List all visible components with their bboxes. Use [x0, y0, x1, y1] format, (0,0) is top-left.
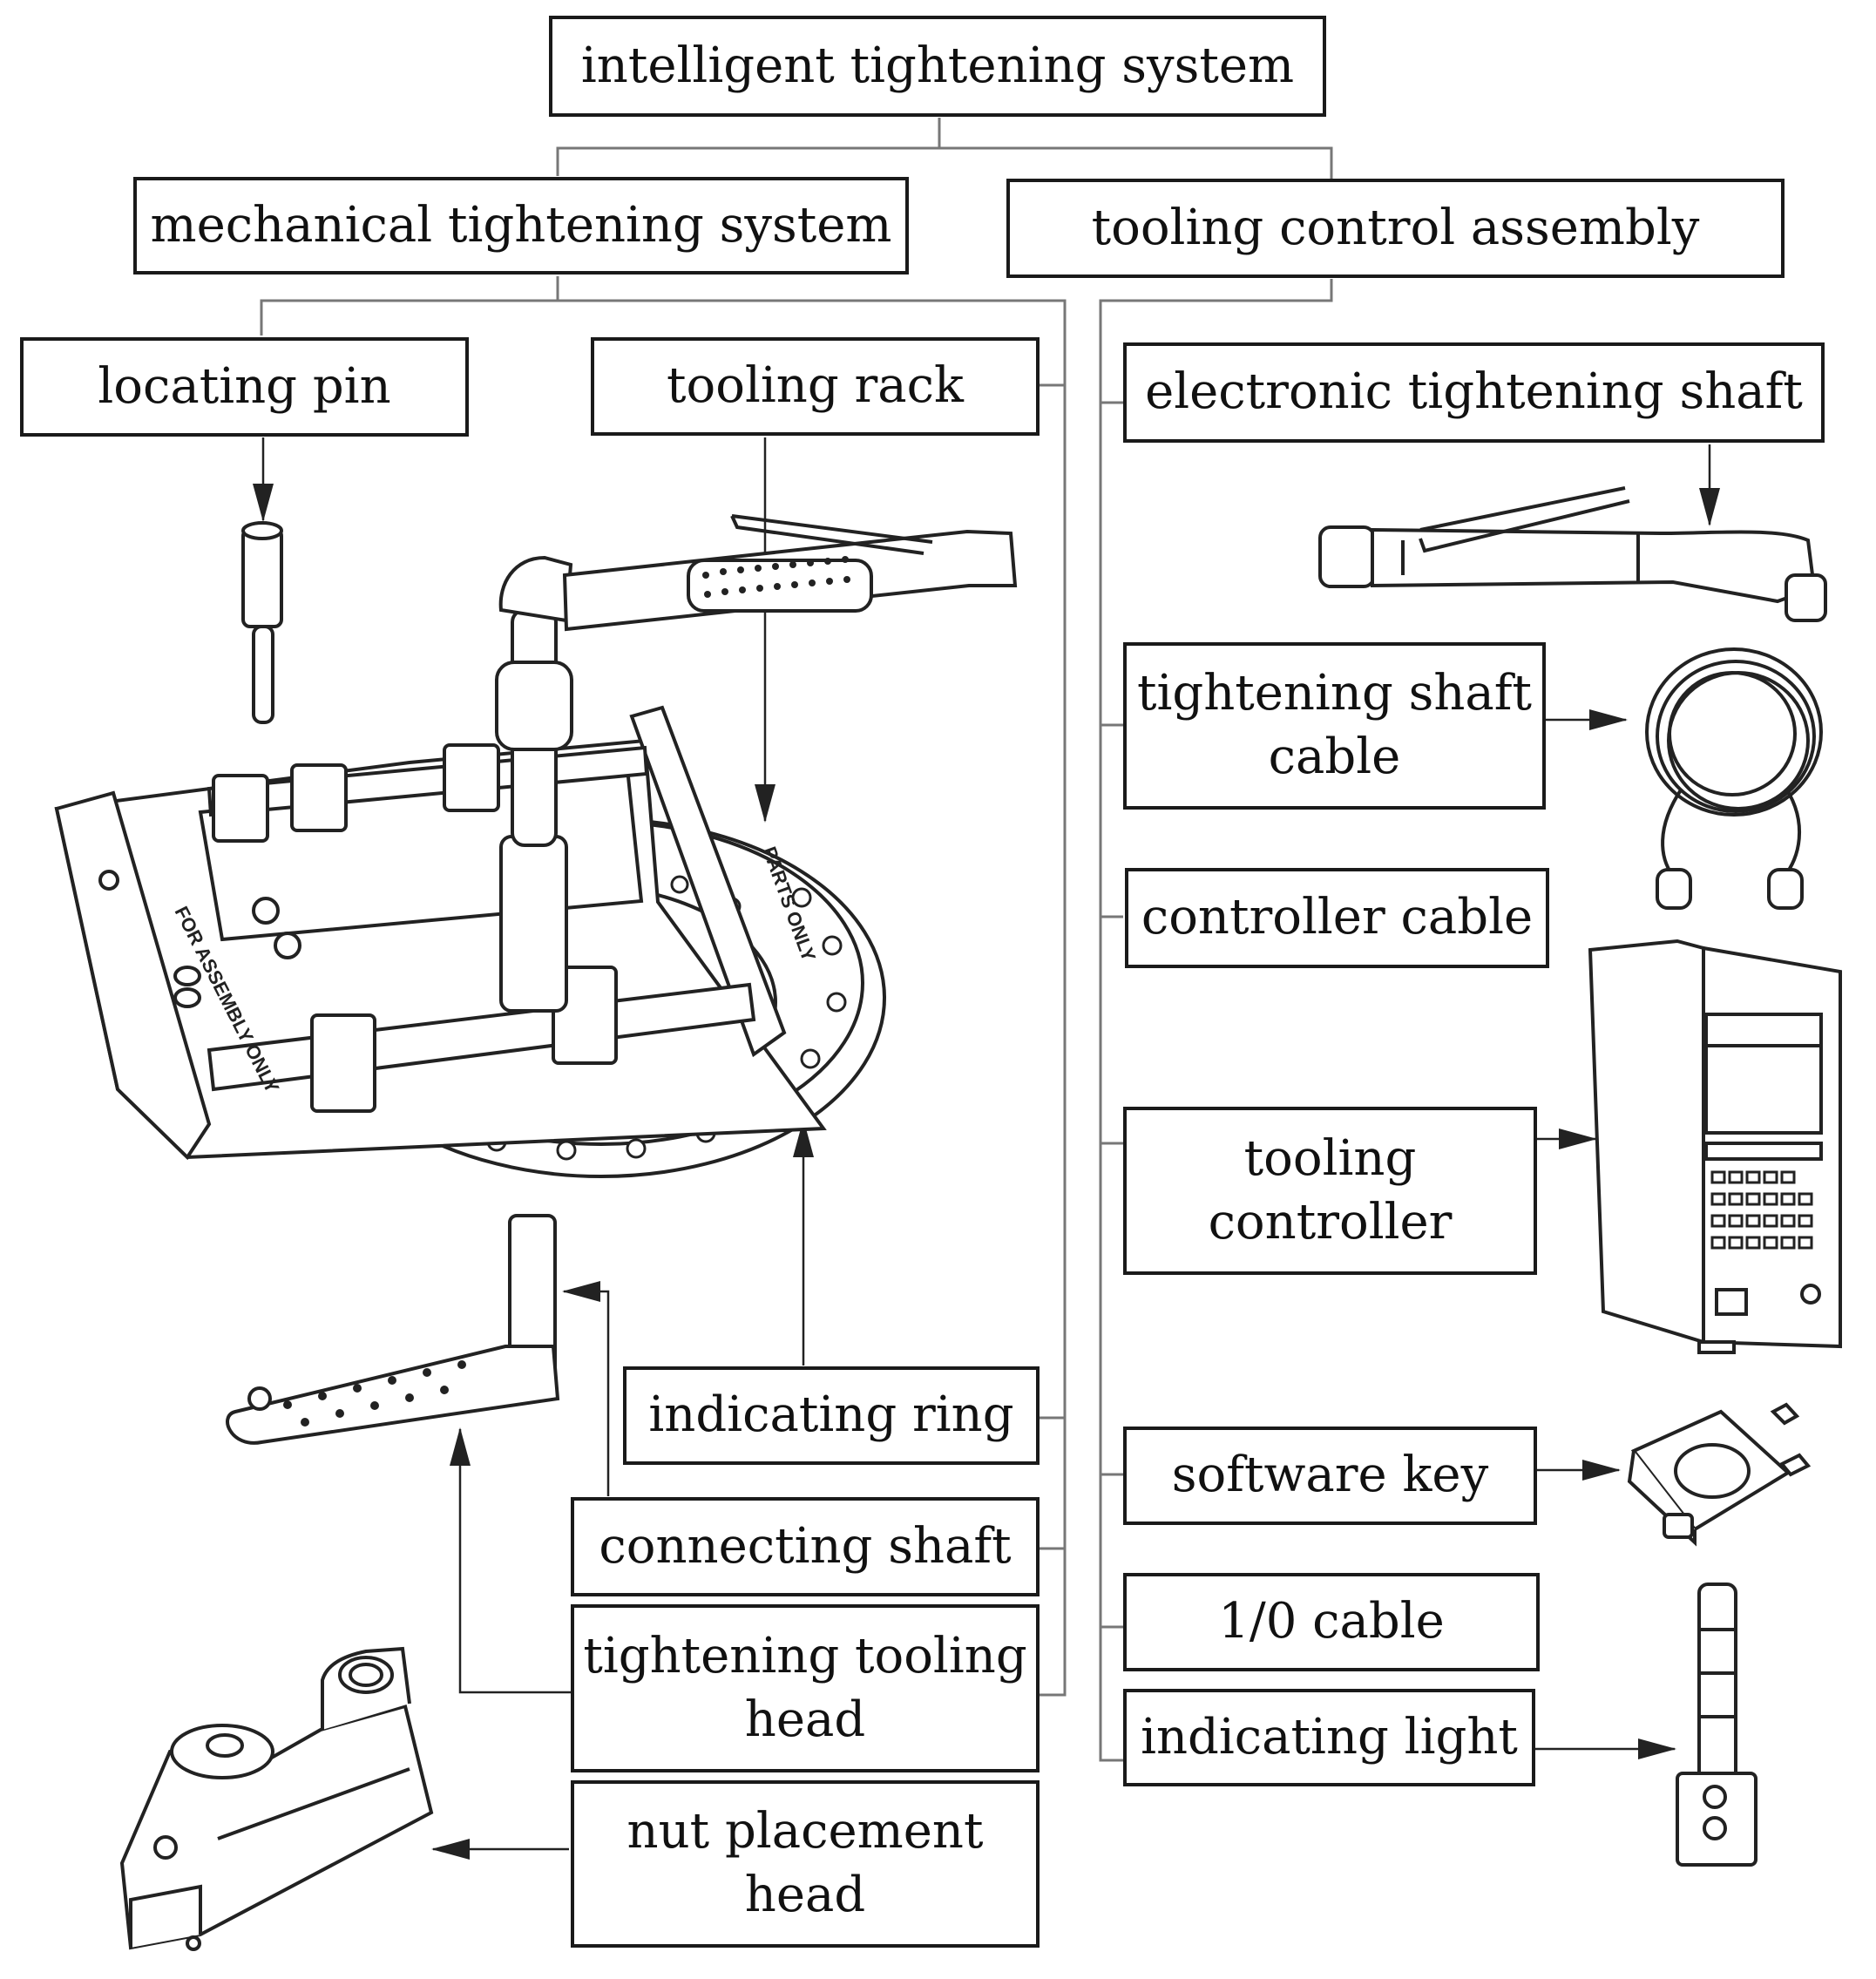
node-label: indicating ring: [648, 1386, 1014, 1444]
node-label: software key: [1171, 1447, 1489, 1504]
node-label-line: nut placement: [626, 1803, 984, 1860]
node-label: intelligent tightening system: [580, 37, 1295, 94]
node-software-key: software key: [1123, 1427, 1537, 1525]
node-label: 1/0 cable: [1218, 1593, 1445, 1650]
tooling-controller-icon: [1588, 939, 1842, 1354]
node-label-line: head: [744, 1691, 866, 1748]
node-label: locating pin: [98, 357, 391, 415]
node-indicating-light: indicating light: [1123, 1689, 1535, 1786]
node-locating-pin: locating pin: [20, 337, 469, 437]
node-tightening-tooling-head: tightening tooling head: [571, 1604, 1040, 1772]
node-label: connecting shaft: [599, 1517, 1012, 1575]
tightening-shaft-cable-icon: [1645, 647, 1823, 910]
node-nut-placement-head: nut placement head: [571, 1780, 1040, 1948]
locating-pin-icon: [241, 521, 283, 724]
node-label: indicating light: [1141, 1708, 1518, 1766]
node-label-line: cable: [1268, 729, 1401, 785]
node-intelligent-tightening-system: intelligent tightening system: [549, 16, 1326, 117]
node-tooling-controller: tooling controller: [1123, 1107, 1537, 1275]
node-electronic-tightening-shaft: electronic tightening shaft: [1123, 342, 1825, 443]
electronic-tightening-shaft-icon: [1318, 486, 1827, 622]
node-label-line: tooling: [1243, 1129, 1417, 1187]
node-label-line: tightening tooling: [583, 1627, 1027, 1684]
node-controller-cable: controller cable: [1125, 868, 1549, 968]
node-tooling-rack: tooling rack: [591, 337, 1040, 436]
nut-placement-head-icon: [119, 1646, 434, 1951]
software-key-icon: [1627, 1402, 1812, 1547]
node-connecting-shaft: connecting shaft: [571, 1497, 1040, 1596]
node-tightening-shaft-cable: tightening shaft cable: [1123, 642, 1546, 810]
node-io-cable: 1/0 cable: [1123, 1573, 1540, 1671]
tooling-fixture-icon: [54, 514, 1018, 1445]
node-label: electronic tightening shaft: [1145, 363, 1803, 421]
node-label: tooling rack: [667, 357, 964, 415]
node-indicating-ring: indicating ring: [623, 1366, 1040, 1465]
node-label-line: tightening shaft: [1136, 665, 1533, 722]
node-label-line: controller: [1208, 1193, 1453, 1250]
node-label: mechanical tightening system: [150, 196, 892, 254]
node-tooling-control-assembly: tooling control assembly: [1006, 179, 1785, 278]
tree-connectors: [260, 118, 1333, 1762]
node-label: tooling control assembly: [1091, 199, 1700, 256]
node-label-line: head: [744, 1867, 866, 1923]
pointer-arrows: [253, 437, 1720, 1860]
indicating-light-icon: [1676, 1583, 1757, 1867]
node-label: controller cable: [1141, 889, 1534, 946]
node-mechanical-tightening-system: mechanical tightening system: [133, 177, 909, 274]
